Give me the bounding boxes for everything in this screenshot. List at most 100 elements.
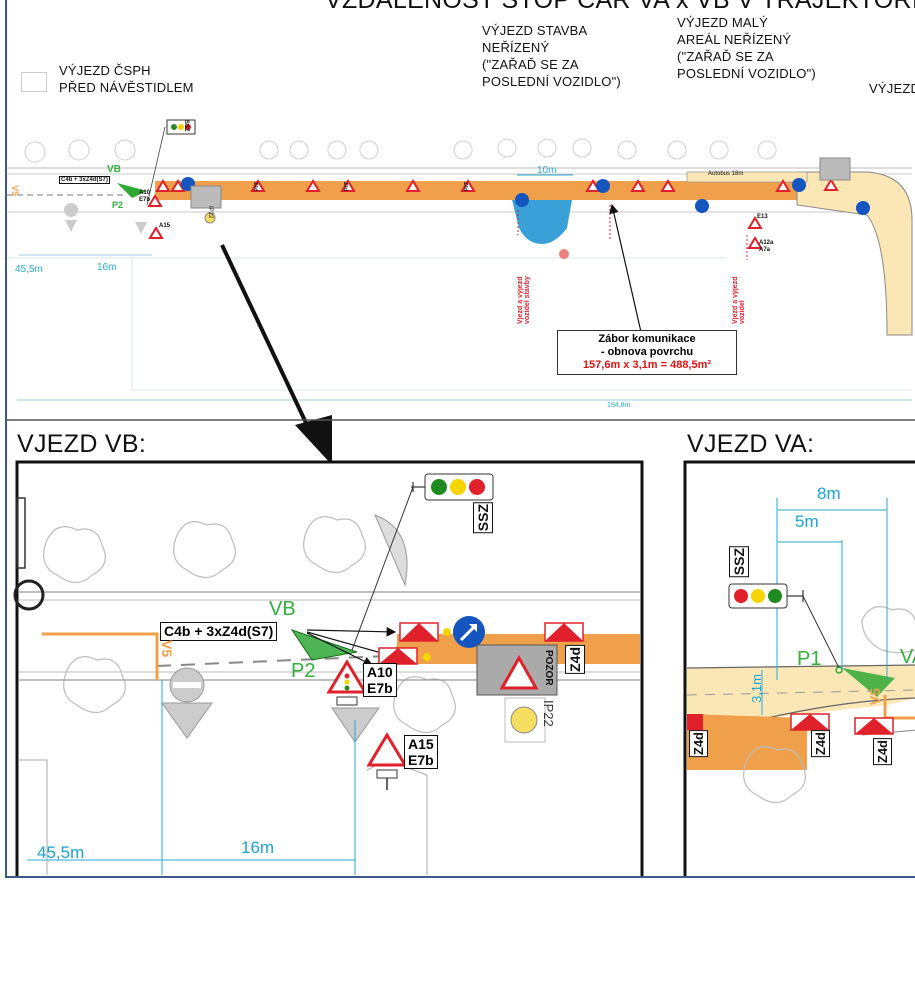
note-exit-cspn: VÝJEZD ČSPH PŘED NÁVĚSTIDLEM xyxy=(59,62,194,96)
va-lane-dash xyxy=(686,689,915,696)
vb-ip22-label: IP22 xyxy=(541,700,556,727)
note-line: NEŘÍZENÝ xyxy=(482,40,550,55)
overview-p2-label: P2 xyxy=(112,200,124,210)
legend-box xyxy=(21,72,47,92)
vb-e7b-plate xyxy=(336,696,358,706)
vb-v5-line xyxy=(42,632,159,680)
vb-a10-label: A10 E7b xyxy=(363,663,397,697)
overview-dim-10m: 10m xyxy=(537,165,557,176)
overview-dim-16m: 16m xyxy=(97,262,117,273)
tree-outlines xyxy=(24,138,777,163)
overview-ip22-label: IP22 xyxy=(207,206,213,219)
drawing-canvas xyxy=(7,119,915,876)
va-v5-label: V5 xyxy=(867,688,883,706)
vb-left-pole xyxy=(16,497,26,569)
va-work-zone xyxy=(687,714,807,770)
sign-code: A12a xyxy=(759,240,774,246)
va-tree xyxy=(743,746,806,804)
vb-dim-45-label: 45,5m xyxy=(37,843,85,862)
va-z4d-label-3: Z4d xyxy=(689,730,708,758)
vb-light-red xyxy=(469,479,485,495)
sign-code: E7b xyxy=(367,680,393,696)
vb-semicircle xyxy=(374,514,408,587)
sign-code: E7b xyxy=(408,752,434,768)
vb-c4b-arrow xyxy=(459,624,477,642)
zabor-callout: Zábor komunikace - obnova povrchu 157,6m… xyxy=(557,330,737,375)
vb-a10-light xyxy=(344,685,350,691)
note-exit-stavba: VÝJEZD STAVBA NEŘÍZENÝ ("ZAŘAĎ SE ZA POS… xyxy=(482,22,621,90)
overview-ssz-label: SSZ xyxy=(183,120,189,132)
note-line: PŘED NÁVĚSTIDLEM xyxy=(59,80,194,95)
page-title: VZDÁLENOST STOP ČAR VA x VB V TRAJEKTORI… xyxy=(325,0,915,14)
zabor-pointer xyxy=(609,203,642,333)
va-light-red xyxy=(734,589,748,603)
vb-leader xyxy=(306,631,394,659)
note-line: POSLEDNÍ VOZIDLO") xyxy=(482,74,621,89)
vb-ssz-label: SSZ xyxy=(473,502,493,534)
overview-c4b-label: C4b + 3xZ4d(S7) xyxy=(59,176,110,184)
vb-dim-16-label: 16m xyxy=(241,838,275,857)
roundabout-curve xyxy=(796,171,913,336)
vb-pozor-frame xyxy=(476,644,558,696)
vb-yield-sign xyxy=(161,702,213,739)
zabor-line: - obnova povrchu xyxy=(600,346,694,358)
overview-z4d-label: Z4d xyxy=(462,182,468,191)
marker-dot xyxy=(559,249,569,259)
va-light-green xyxy=(768,589,782,603)
note-exit-right: VÝJEZD xyxy=(869,81,915,96)
overview-signs xyxy=(64,119,870,249)
vb-leader xyxy=(306,632,374,666)
callout-arrow-head xyxy=(295,415,332,465)
vb-property-line xyxy=(19,759,48,875)
detail-va xyxy=(683,460,915,876)
vjezd-va-heading: VJEZD VA: xyxy=(687,430,815,458)
vb-a10-light xyxy=(344,673,350,679)
note-line: POSLEDNÍ VOZIDLO") xyxy=(677,66,816,81)
green-hatch xyxy=(117,183,147,198)
vb-c4b-label: C4b + 3xZ4d(S7) xyxy=(160,622,278,641)
note-line: ("ZAŘAĎ SE ZA xyxy=(482,57,579,72)
va-z4d-signs xyxy=(687,713,894,735)
vjezd-vb-heading: VJEZD VB: xyxy=(17,430,147,458)
vb-green-hatch xyxy=(292,630,357,660)
vb-light-yellow xyxy=(450,479,466,495)
va-green-hatch xyxy=(842,668,895,697)
va-p1-label: P1 xyxy=(797,648,822,670)
overview-entry-vozidel-label: Vjezd a výjezd vozidel xyxy=(732,276,746,324)
va-light-yellow xyxy=(751,589,765,603)
vb-a10-light xyxy=(344,679,350,685)
drawing-frame: VZDÁLENOST STOP ČAR VA x VB V TRAJEKTORI… xyxy=(5,0,915,878)
va-dim-8-label: 8m xyxy=(817,484,841,503)
overview-a15-label: A15 xyxy=(159,223,171,229)
va-ssz-label: SSZ xyxy=(729,546,749,578)
vb-light-green xyxy=(431,479,447,495)
vb-pozor-triangle xyxy=(499,654,539,690)
vb-ip22-sign xyxy=(510,706,538,734)
vb-a15-sign xyxy=(366,732,408,767)
note-line: VÝJEZD STAVBA xyxy=(482,23,588,38)
vb-p2-label: P2 xyxy=(291,660,316,682)
va-dim-31-label: 3,1m xyxy=(749,674,764,703)
overview-vb-label: VB xyxy=(107,164,121,175)
overview-z4d-label: Z4d xyxy=(252,182,258,191)
va-curve xyxy=(766,697,915,719)
overview-plan xyxy=(7,119,915,465)
note-exit-maly: VÝJEZD MALÝ AREÁL NEŘÍZENÝ ("ZAŘAĎ SE ZA… xyxy=(677,14,816,82)
vb-z4d-signs xyxy=(378,622,584,665)
bus-lane xyxy=(686,171,808,183)
overview-dim-194m: 194,8m xyxy=(607,402,631,409)
overview-e13-label: E13 xyxy=(757,214,768,220)
vb-c4b-arrowhead xyxy=(469,624,477,632)
vb-ssz-lead xyxy=(351,486,414,651)
vb-left-device xyxy=(13,579,45,611)
note-line: ("ZAŘAĎ SE ZA xyxy=(677,49,774,64)
note-line: AREÁL NEŘÍZENÝ xyxy=(677,32,792,47)
overview-a10-label: A10 E7b xyxy=(139,190,150,204)
vb-a15-plate xyxy=(376,769,398,779)
va-z4d-label: Z4d xyxy=(811,730,830,758)
sign-code: A15 xyxy=(408,736,434,752)
vb-vb-label: VB xyxy=(269,598,296,620)
overview-a12a-label: A12a A7a xyxy=(759,240,773,254)
zabor-area: 157,6m x 3,1m = 488,5m² xyxy=(582,359,712,371)
va-tree xyxy=(861,606,915,654)
